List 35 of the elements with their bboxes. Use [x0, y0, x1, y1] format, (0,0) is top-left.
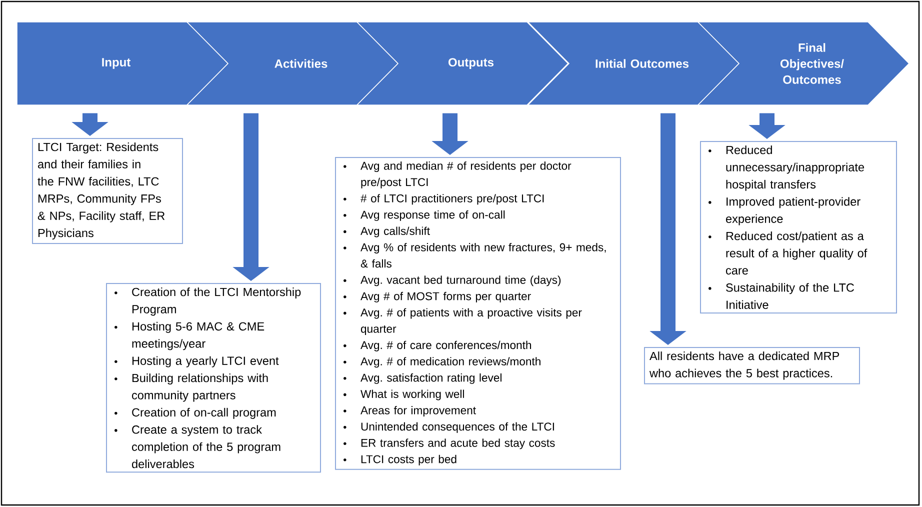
bullet-item: Sustainability of the LTC Initiative: [708, 283, 854, 309]
step-banner: Final Objectives/ Outcomes: [697, 22, 910, 106]
bullet-item: Avg and median # of residents per doctor pre/post LTCI: [344, 162, 572, 188]
bullet-item: LTCI costs per bed: [344, 454, 456, 466]
bullet-item: Create a system to track completion of the 5 program deliverables: [114, 425, 280, 468]
bullet-list-box: [700, 141, 897, 314]
bullet-item: What is working well: [344, 390, 464, 400]
bullet-list-box: [335, 157, 621, 470]
bullet-item: Building relationships with community partners: [114, 374, 268, 402]
bullet-item: Avg response time of on-call: [344, 210, 505, 221]
bullet-item: Avg # of MOST forms per quarter: [344, 292, 531, 302]
bullet-item: Avg % of residents with new fractures, 9+ meds, & falls: [344, 243, 606, 268]
step-banner: Activities: [186, 22, 399, 106]
bullet-item: Avg. vacant bed turnaround time (days): [344, 276, 561, 286]
step-banner: Outputs: [356, 22, 569, 106]
bullet-item: # of LTCI practitioners pre/post LTCI: [344, 194, 544, 205]
bullet-item: ER transfers and acute bed stay costs: [344, 438, 555, 450]
bullet-item: Reduced cost/patient as a result of a higher quality of care: [708, 232, 868, 275]
bullet-item: Creation of the LTCI Mentorship Program: [114, 288, 301, 316]
bullet-item: Avg. satisfaction rating level: [344, 373, 502, 384]
bullet-item: Hosting 5-6 MAC & CME meetings/year: [114, 322, 264, 350]
bullet-item: Hosting a yearly LTCI event: [114, 356, 279, 368]
bullet-item: Unintended consequences of the LTCI: [344, 422, 554, 433]
bullet-list-box: [106, 283, 321, 473]
bullet-item: Avg. # of care conferences/month: [344, 340, 532, 352]
text-box: All residents have a dedicated MRP who achieves the 5 best practices.: [644, 347, 860, 384]
bullet-item: Avg. # of patients with a proactive visits per quarter: [344, 308, 582, 336]
text-box: LTCI Target: Residents and their families in the FNW facilities, LTC MRPs, Community FPs & NPs, Facility staff, ER Physicians: [32, 138, 183, 244]
bullet-item: Improved patient-provider experience: [708, 197, 860, 226]
bullet-item: Areas for improvement: [344, 406, 476, 417]
bullet-item: Avg calls/shift: [344, 226, 430, 238]
bullet-item: Reduced unnecessary/inappropriate hospital transfers: [708, 146, 864, 191]
bullet-item: Creation of on-call program: [114, 408, 276, 419]
bullet-item: Avg. # of medication reviews/month: [344, 357, 540, 368]
step-banner: Initial Outcomes: [527, 22, 740, 106]
